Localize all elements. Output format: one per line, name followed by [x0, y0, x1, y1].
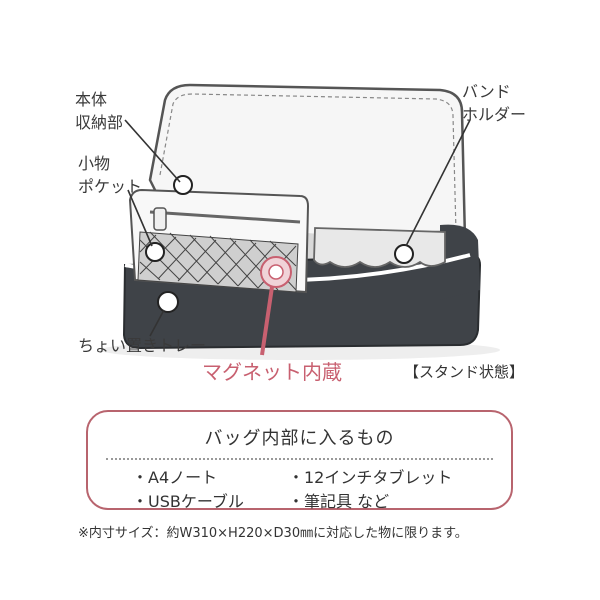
contents-item-tablet: ・12インチタブレット — [288, 468, 453, 487]
pen-case-illustration — [100, 83, 500, 360]
contents-box: バッグ内部に入るもの ・A4ノート ・12インチタブレット ・USBケーブル ・… — [86, 410, 513, 511]
contents-item-a4-note: ・A4ノート — [132, 468, 218, 487]
label-body-storage: 本体 収納部 — [75, 88, 123, 134]
footnote: ※内寸サイズ：約W310×H220×D30㎜に対応した物に限ります。 — [78, 526, 468, 541]
contents-item-usb-cable: ・USBケーブル — [132, 492, 244, 511]
label-band-line-1: バンド — [462, 82, 511, 101]
label-pocket-line-2: ポケット — [78, 177, 143, 197]
band-holder — [313, 227, 446, 268]
label-magnet: マグネット内蔵 — [202, 360, 342, 384]
label-tray: ちょい置きトレー — [78, 336, 207, 355]
label-pocket: 小物 ポケット — [78, 152, 142, 198]
contents-item-stationery: ・筆記具 など — [288, 492, 390, 511]
label-band-line-2: ホルダー — [462, 105, 527, 125]
label-pocket-line-1: 小物 — [78, 154, 111, 173]
contents-title: バッグ内部に入るもの — [204, 428, 395, 449]
label-body-line-2: 収納部 — [75, 113, 124, 133]
label-stand-state: 【スタンド状態】 — [404, 363, 525, 381]
label-band-holder: バンド ホルダー — [462, 80, 526, 126]
contents-divider — [106, 458, 493, 460]
label-body-line-1: 本体 — [75, 90, 108, 109]
